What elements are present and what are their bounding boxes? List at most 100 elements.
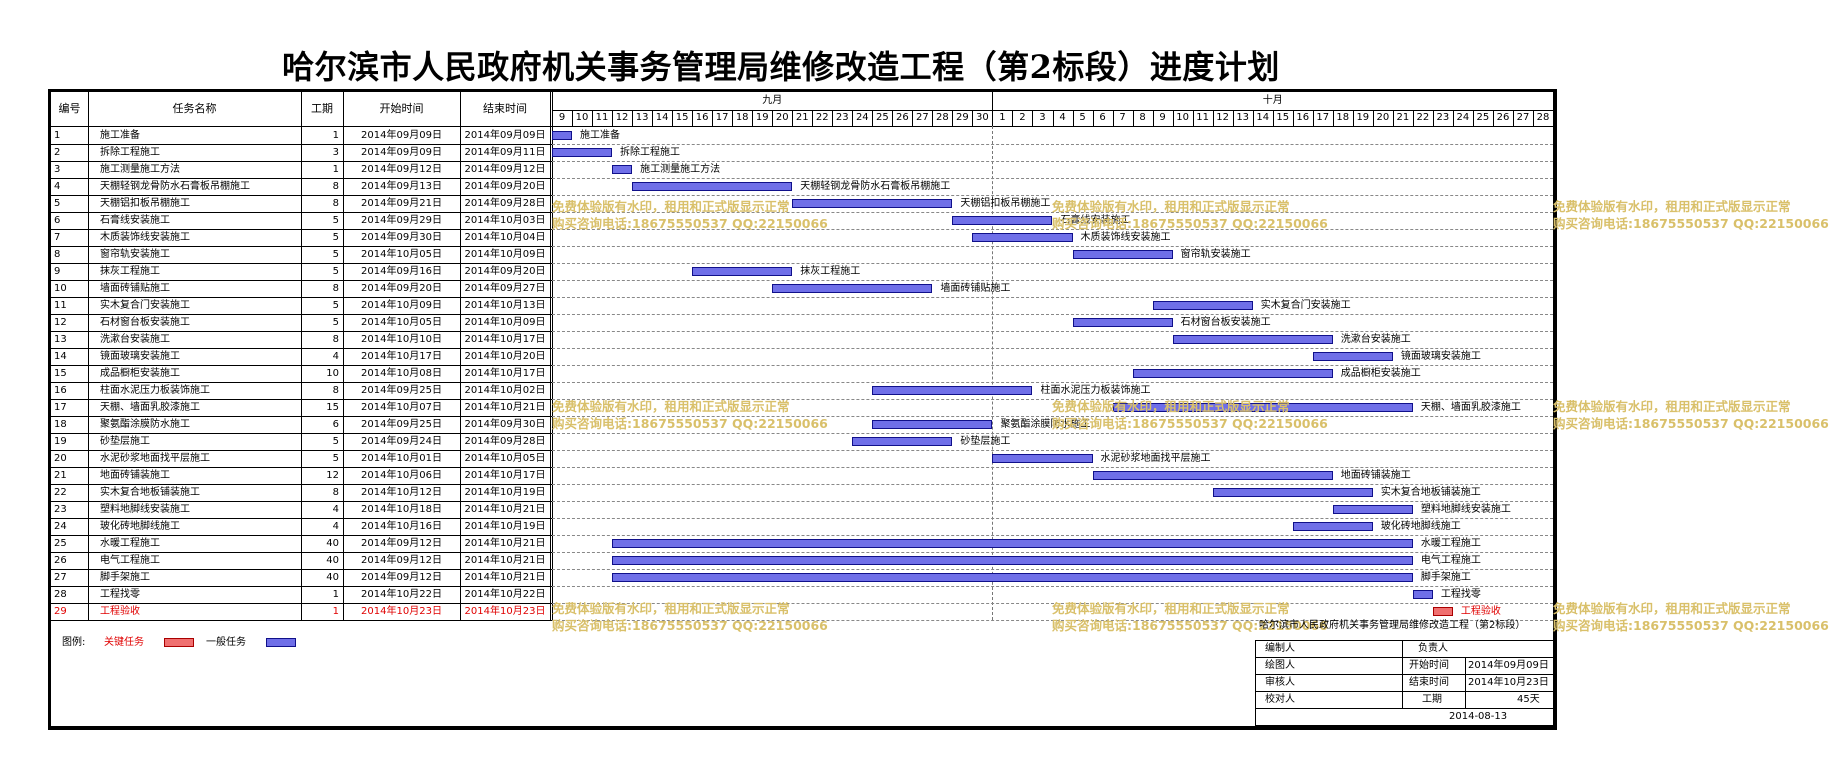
task-duration: 1 bbox=[332, 164, 339, 175]
task-bar[interactable] bbox=[1112, 403, 1413, 412]
chart-row-line bbox=[552, 450, 1553, 451]
task-bar[interactable] bbox=[1132, 369, 1333, 378]
task-duration: 5 bbox=[332, 436, 339, 447]
task-bar[interactable] bbox=[1212, 488, 1373, 497]
task-bar[interactable] bbox=[612, 165, 633, 174]
task-number: 6 bbox=[54, 215, 61, 226]
task-start-date: 2014年09月29日 bbox=[361, 215, 442, 226]
day-divider bbox=[972, 110, 974, 126]
table-column-divider bbox=[301, 92, 302, 620]
task-bar[interactable] bbox=[972, 233, 1073, 242]
day-divider bbox=[1132, 110, 1134, 126]
task-bar-label: 脚手架施工 bbox=[1420, 572, 1471, 583]
task-number: 15 bbox=[54, 368, 67, 379]
task-duration: 8 bbox=[332, 198, 339, 209]
critical-task-bar[interactable] bbox=[1432, 607, 1453, 616]
task-bar[interactable] bbox=[612, 539, 1413, 548]
watermark-line: 免费体验版有水印，租用和正式版显示正常 bbox=[1553, 399, 1791, 414]
column-header-no: 编号 bbox=[58, 102, 81, 115]
column-header-start: 开始时间 bbox=[379, 102, 424, 115]
task-bar[interactable] bbox=[1172, 335, 1333, 344]
day-number: 6 bbox=[1099, 112, 1106, 123]
task-number: 16 bbox=[54, 385, 67, 396]
task-bar[interactable] bbox=[772, 284, 933, 293]
task-bar[interactable] bbox=[1072, 250, 1173, 259]
task-bar[interactable] bbox=[1332, 505, 1413, 514]
day-number: 23 bbox=[835, 112, 849, 123]
task-bar[interactable] bbox=[1072, 318, 1173, 327]
chart-row-line bbox=[552, 195, 1553, 196]
month-header: 十月 bbox=[1262, 95, 1283, 106]
table-column-divider bbox=[460, 92, 461, 620]
task-start-date: 2014年10月07日 bbox=[361, 402, 442, 413]
task-name: 塑料地脚线安装施工 bbox=[100, 504, 190, 515]
task-bar-label: 工程找零 bbox=[1440, 589, 1481, 600]
task-bar[interactable] bbox=[1412, 590, 1433, 599]
info-end-label: 结束时间 bbox=[1409, 677, 1449, 688]
task-bar[interactable] bbox=[872, 386, 1033, 395]
task-bar[interactable] bbox=[852, 437, 953, 446]
task-bar[interactable] bbox=[872, 420, 993, 429]
task-start-date: 2014年09月25日 bbox=[361, 385, 442, 396]
task-name: 窗帘轨安装施工 bbox=[100, 249, 170, 260]
task-bar[interactable] bbox=[1312, 352, 1393, 361]
table-row-line bbox=[51, 535, 552, 536]
task-duration: 8 bbox=[332, 334, 339, 345]
chart-row-line bbox=[552, 365, 1553, 366]
task-name: 木质装饰线安装施工 bbox=[100, 232, 190, 243]
task-start-date: 2014年09月09日 bbox=[361, 147, 442, 158]
task-duration: 5 bbox=[332, 249, 339, 260]
table-row-line bbox=[51, 450, 552, 451]
task-bar[interactable] bbox=[792, 199, 953, 208]
task-end-date: 2014年10月09日 bbox=[464, 249, 546, 260]
task-start-date: 2014年09月12日 bbox=[361, 555, 442, 566]
chart-row-line bbox=[552, 297, 1553, 298]
chart-row-line bbox=[552, 603, 1553, 604]
column-header-end: 结束时间 bbox=[483, 102, 527, 115]
task-number: 22 bbox=[54, 487, 67, 498]
day-divider bbox=[572, 110, 574, 126]
task-bar[interactable] bbox=[612, 573, 1413, 582]
chart-row-line bbox=[552, 161, 1553, 162]
task-start-date: 2014年10月23日 bbox=[361, 606, 442, 617]
watermark-line: 购买咨询电话:18675550537 QQ:22150066 bbox=[1052, 416, 1328, 431]
task-bar-label: 天棚轻钢龙骨防水石膏板吊棚施工 bbox=[800, 181, 951, 192]
task-number: 29 bbox=[54, 606, 67, 617]
task-number: 7 bbox=[54, 232, 61, 243]
task-bar[interactable] bbox=[692, 267, 793, 276]
day-divider bbox=[1472, 110, 1474, 126]
task-bar[interactable] bbox=[632, 182, 793, 191]
task-start-date: 2014年10月05日 bbox=[361, 317, 442, 328]
chart-row-line bbox=[552, 484, 1553, 485]
task-bar[interactable] bbox=[1092, 471, 1333, 480]
day-divider bbox=[912, 110, 914, 126]
watermark-line: 免费体验版有水印，租用和正式版显示正常 bbox=[1052, 601, 1290, 616]
day-number: 20 bbox=[1376, 112, 1390, 123]
day-divider bbox=[1012, 110, 1014, 126]
watermark-line: 免费体验版有水印，租用和正式版显示正常 bbox=[1052, 399, 1290, 414]
task-number: 8 bbox=[54, 249, 61, 260]
watermark-line: 购买咨询电话:18675550537 QQ:22150066 bbox=[1553, 216, 1829, 231]
task-bar[interactable] bbox=[552, 131, 573, 140]
day-number: 21 bbox=[795, 112, 809, 123]
task-name: 石材窗台板安装施工 bbox=[100, 317, 190, 328]
task-bar[interactable] bbox=[992, 454, 1093, 463]
task-duration: 5 bbox=[332, 300, 339, 311]
task-bar[interactable] bbox=[1152, 301, 1253, 310]
watermark-line: 免费体验版有水印，租用和正式版显示正常 bbox=[1553, 601, 1791, 616]
task-end-date: 2014年10月21日 bbox=[464, 572, 546, 583]
watermark-line: 购买咨询电话:18675550537 QQ:22150066 bbox=[1052, 216, 1328, 231]
task-bar-label: 墙面砖铺贴施工 bbox=[940, 283, 1011, 294]
task-end-date: 2014年10月17日 bbox=[464, 334, 546, 345]
table-row-line bbox=[51, 382, 552, 383]
chart-row-line bbox=[552, 399, 1553, 400]
task-bar[interactable] bbox=[552, 148, 613, 157]
task-bar[interactable] bbox=[1292, 522, 1373, 531]
task-bar-label: 石膏线安装施工 bbox=[1060, 215, 1131, 226]
day-number: 3 bbox=[1039, 112, 1046, 123]
task-bar[interactable] bbox=[612, 556, 1413, 565]
task-bar[interactable] bbox=[952, 216, 1053, 225]
day-number: 14 bbox=[1256, 112, 1270, 123]
info-checker: 校对人 bbox=[1265, 694, 1295, 705]
task-start-date: 2014年10月18日 bbox=[361, 504, 442, 515]
